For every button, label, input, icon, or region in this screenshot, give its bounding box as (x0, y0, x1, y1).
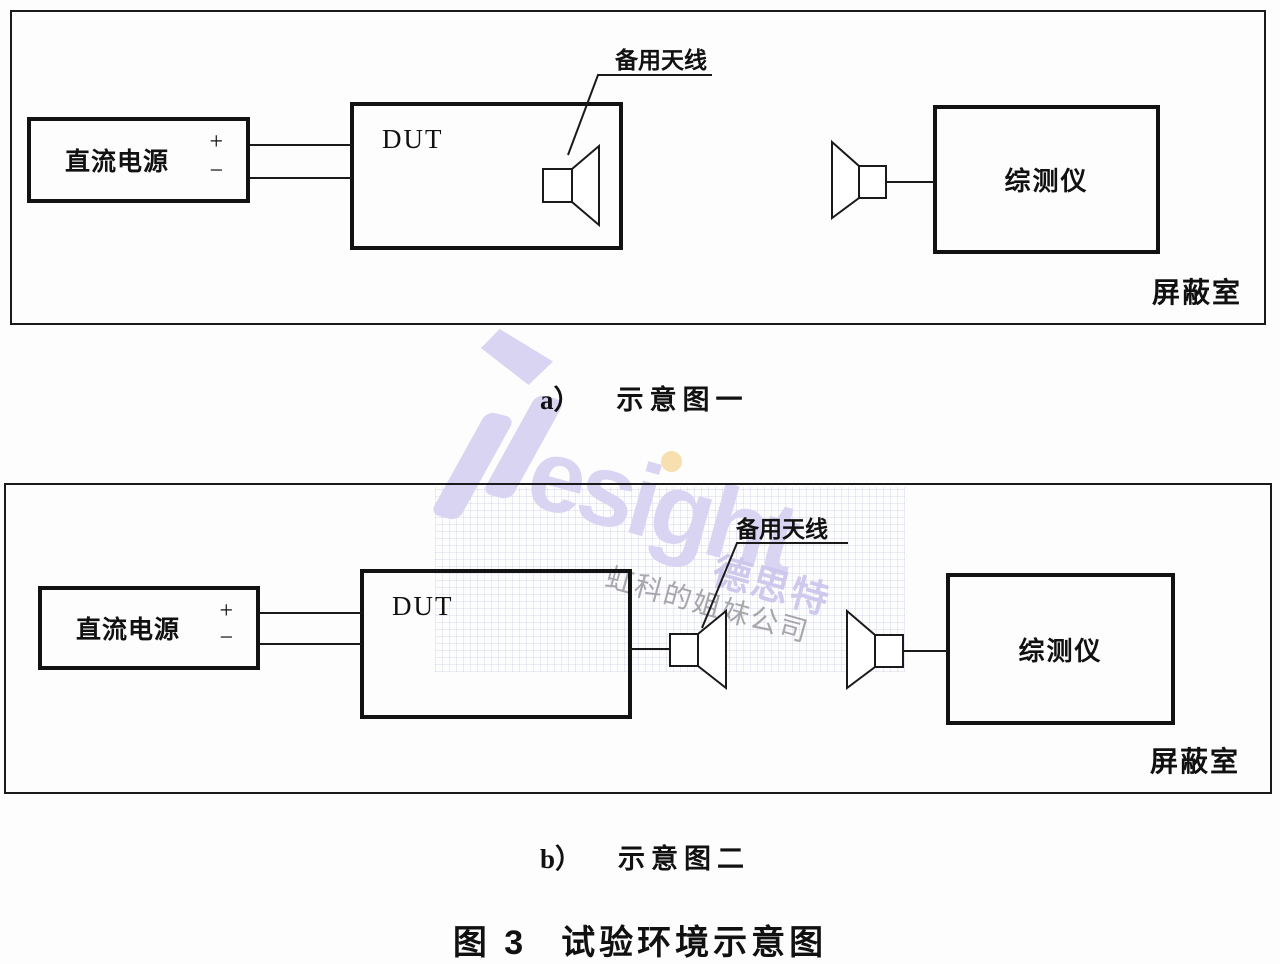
leader-line-b (701, 542, 848, 629)
backup-antenna-label-b: 备用天线 (736, 517, 828, 542)
shield-room-label-b: 屏蔽室 (1150, 747, 1241, 778)
minus-terminal-b: − (219, 625, 233, 651)
caption-b-prefix: b） (540, 844, 583, 874)
horn-antenna-icon-b2 (846, 608, 876, 690)
shield-room-label-a: 屏蔽室 (1152, 278, 1243, 309)
caption-a: a） 示意图一 (540, 378, 749, 417)
shield-room-b (4, 483, 1272, 794)
dc-supply-label-a: 直流电源 (65, 149, 170, 176)
caption-a-text: 示意图一 (616, 385, 749, 415)
horn-antenna-icon-a2 (831, 139, 860, 220)
tester-label-a: 综测仪 (1004, 167, 1089, 196)
dc-supply-label-b: 直流电源 (76, 617, 181, 644)
minus-terminal-a: − (209, 158, 223, 184)
plus-terminal-b: + (219, 598, 233, 624)
horn-antenna-icon-a1 (571, 143, 600, 228)
tester-label-b: 综测仪 (1018, 636, 1103, 666)
dc-supply-box-a: 直流电源 + − (27, 117, 250, 203)
shield-room-a (10, 10, 1266, 325)
dut-label-b: DUT (392, 591, 454, 621)
caption-b-text: 示意图二 (618, 844, 751, 874)
antenna-feed-square-b1 (669, 633, 699, 667)
figure-caption-number: 图 3 (452, 924, 528, 962)
antenna-feed-square-b2 (874, 634, 904, 668)
antenna-feed-square-a2 (858, 165, 887, 199)
plus-terminal-a: + (209, 129, 223, 155)
tester-box-b: 综测仪 (946, 573, 1175, 725)
tester-box-a: 综测仪 (933, 105, 1160, 254)
caption-b: b） 示意图二 (540, 837, 750, 876)
figure-caption-title: 试验环境示意图 (561, 924, 828, 962)
leader-line-a (567, 74, 712, 156)
dut-box-a: DUT (350, 102, 623, 250)
backup-antenna-label-a: 备用天线 (615, 48, 707, 73)
caption-a-prefix: a） (540, 385, 581, 415)
figure-caption: 图 3 试验环境示意图 (453, 915, 827, 964)
dc-supply-box-b: 直流电源 + − (38, 586, 260, 670)
antenna-feed-square-a1 (542, 168, 573, 203)
dut-label-a: DUT (382, 124, 444, 154)
horn-antenna-icon-b1 (697, 608, 727, 691)
watermark-orange-dot-icon (661, 451, 682, 472)
